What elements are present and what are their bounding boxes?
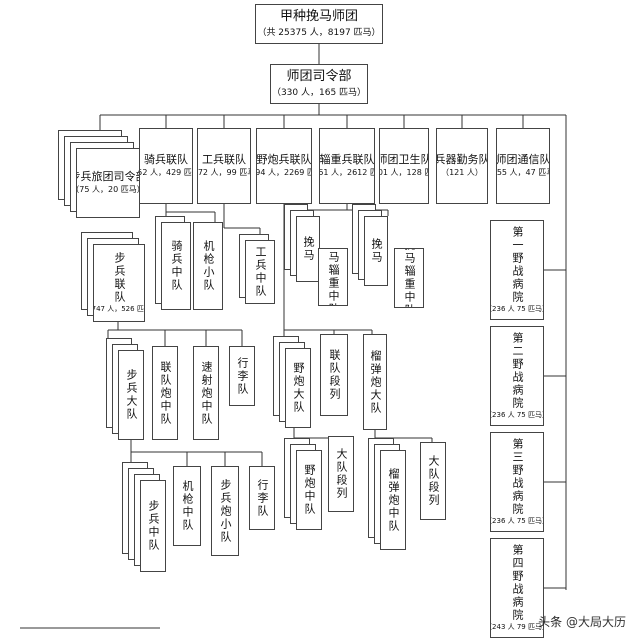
unit-name: 步兵联队 [113, 252, 126, 304]
engineer-box: 工兵联队 （672 人，99 匹马） [197, 128, 251, 204]
division-box: 甲种挽马师团 （共 25375 人，8197 匹马） [255, 4, 383, 44]
unit-name: 行李队 [236, 356, 249, 396]
unit-name: 第一野战病院 [511, 226, 524, 304]
fa-battalion-box: 野炮大队 [285, 348, 311, 428]
unit-name: 联队段列 [328, 349, 341, 401]
fh1-box: 第一野战病院（236 人 75 匹马） [490, 220, 544, 320]
unit-name: 步兵大队 [125, 369, 138, 421]
unit-strength: （452 人，429 匹马） [140, 168, 192, 177]
unit-strength: （121 人） [441, 168, 483, 177]
unit-strength: （75 人，20 匹马） [77, 185, 139, 194]
unit-strength: （255 人，47 匹马） [496, 168, 549, 177]
unit-name: 大队段列 [335, 448, 348, 500]
bn-train-1-box: 大队段列 [328, 436, 354, 512]
unit-name: 甲种挽马师团 [279, 9, 358, 24]
inf-company-box: 步兵中队 [140, 480, 166, 572]
draft-a-box: 挽马 [296, 216, 320, 282]
unit-strength: （2894 人，2269 匹马） [256, 168, 311, 177]
watermark-brand: @大局大历 [565, 615, 626, 629]
draft-d-box: 挽马辎重中队 [394, 248, 424, 308]
draft-c-box: 挽马辎重中队 [318, 248, 348, 306]
unit-strength: （1101 人，128 匹马） [380, 168, 428, 177]
mg-platoon-box: 机枪小队 [193, 222, 223, 310]
unit-name: 师团司令部 [286, 69, 352, 84]
watermark-prefix: 头条 [538, 615, 566, 629]
unit-name: 大队段列 [427, 455, 440, 507]
reg-train-box: 联队段列 [320, 334, 348, 416]
inf-gun-platoon-box: 步兵炮小队 [211, 466, 239, 556]
unit-name: 野炮中队 [303, 464, 316, 516]
fh2-box: 第二野战病院（236 人 75 匹马） [490, 326, 544, 426]
unit-strength: （330 人，165 匹马） [271, 88, 367, 98]
unit-name: 挽马辎重中队 [327, 248, 340, 306]
unit-name: 工兵联队 [202, 153, 246, 166]
unit-name: 第四野战病院 [511, 544, 524, 622]
unit-name: 野炮大队 [292, 362, 305, 414]
unit-strength: （672 人，99 匹马） [197, 168, 250, 177]
unit-name: 兵器勤务队 [436, 153, 488, 166]
how-company-box: 榴弹炮中队 [380, 450, 406, 550]
unit-name: 联队炮中队 [159, 360, 172, 426]
unit-name: 师团卫生队 [379, 153, 429, 166]
fh3-box: 第三野战病院（236 人 75 匹马） [490, 432, 544, 532]
unit-name: 步兵中队 [147, 500, 160, 552]
unit-name: 挽马辎重中队 [403, 248, 416, 308]
unit-name: 野炮兵联队 [256, 153, 312, 166]
unit-strength: （3747 人，526 匹马） [94, 305, 144, 313]
mg-company-box: 机枪中队 [173, 466, 201, 546]
unit-name: 机枪小队 [202, 240, 215, 292]
ordnance-box: 兵器勤务队 （121 人） [436, 128, 488, 204]
fh4-box: 第四野战病院（243 人 79 匹马） [490, 538, 544, 638]
inf-battalion-box: 步兵大队 [118, 350, 144, 440]
unit-name: 骑兵联队 [144, 153, 188, 166]
signal-box: 师团通信队 （255 人，47 匹马） [496, 128, 550, 204]
unit-name: 榴弹炮中队 [387, 467, 400, 533]
unit-name: 榴弹炮大队 [369, 349, 382, 415]
bn-train-2-box: 大队段列 [420, 442, 446, 520]
unit-name: 师团通信队 [496, 153, 550, 166]
draft-b-box: 挽马 [364, 216, 388, 286]
unit-strength: （236 人 75 匹马） [491, 411, 543, 419]
unit-name: 挽马 [302, 236, 315, 262]
unit-strength: （243 人 79 匹马） [491, 623, 543, 631]
unit-strength: （共 25375 人，8197 匹马） [257, 28, 381, 38]
unit-name: 骑兵中队 [170, 240, 183, 292]
unit-name: 步兵旅团司令部 [77, 170, 139, 183]
baggage-1-box: 行李队 [229, 346, 255, 406]
unit-name: 第三野战病院 [511, 438, 524, 516]
baggage-2-box: 行李队 [249, 466, 275, 530]
cavalry-box: 骑兵联队 （452 人，429 匹马） [139, 128, 193, 204]
unit-name: 步兵炮小队 [219, 478, 232, 544]
reg-gun-company-box: 联队炮中队 [152, 346, 178, 440]
hq-box: 师团司令部 （330 人，165 匹马） [270, 64, 368, 104]
watermark: 头条 @大局大历 [538, 613, 626, 630]
cav-company-box: 骑兵中队 [161, 222, 191, 310]
unit-name: 辎重兵联队 [319, 153, 375, 166]
medical-box: 师团卫生队 （1101 人，128 匹马） [379, 128, 429, 204]
transport-box: 辎重兵联队 （3461 人，2612 匹马） [319, 128, 375, 204]
unit-name: 速射炮中队 [200, 360, 213, 426]
inf-brigade-box: 步兵旅团司令部 （75 人，20 匹马） [76, 148, 140, 218]
rapid-gun-company-box: 速射炮中队 [193, 346, 219, 440]
unit-strength: （3461 人，2612 匹马） [319, 168, 374, 177]
field-artillery-box: 野炮兵联队 （2894 人，2269 匹马） [256, 128, 312, 204]
unit-strength: （236 人 75 匹马） [491, 305, 543, 313]
unit-name: 机枪中队 [181, 480, 194, 532]
unit-name: 挽马 [370, 238, 383, 264]
unit-name: 行李队 [256, 478, 269, 518]
unit-name: 第二野战病院 [511, 332, 524, 410]
howitzer-battalion-box: 榴弹炮大队 [363, 334, 387, 430]
eng-company-box: 工兵中队 [245, 240, 275, 304]
unit-strength: （236 人 75 匹马） [491, 517, 543, 525]
fa-company-box: 野炮中队 [296, 450, 322, 530]
inf-regiment-box: 步兵联队（3747 人，526 匹马） [93, 244, 145, 322]
unit-name: 工兵中队 [254, 246, 267, 298]
